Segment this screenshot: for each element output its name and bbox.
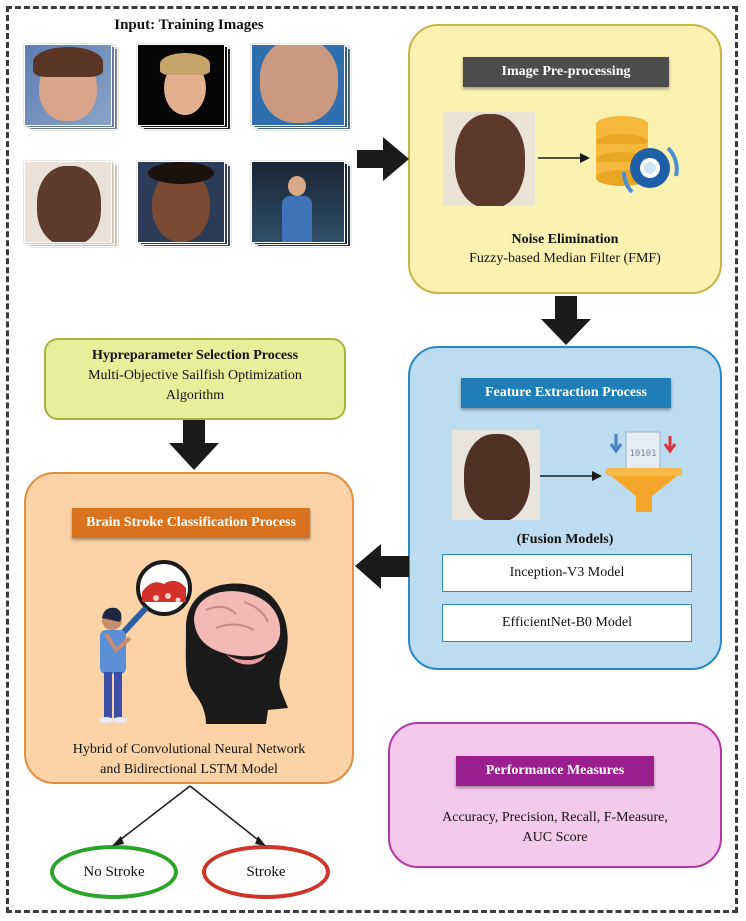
fmf-label: Fuzzy-based Median Filter (FMF) [469,251,661,266]
funnel-digits: 10101 [629,449,656,459]
training-image-3 [251,44,351,130]
funnel-filter-icon: 10101 [604,430,684,516]
training-image-1 [24,44,118,130]
performance-header: Performance Measures [456,756,654,786]
classification-header: Brain Stroke Classification Process [72,508,310,538]
hyperparameter-title: Hypreparameter Selection Process [91,348,299,363]
classification-line2: and Bidirectional LSTM Model [100,762,278,777]
efficientnet-b0-model-box: EfficientNet-B0 Model [442,604,692,642]
training-image-5 [137,161,231,247]
performance-line2: AUC Score [522,830,588,845]
hyperparameter-line1: Multi-Objective Sailfish Optimization [88,368,302,383]
arrow-feature-to-classification [355,544,409,589]
preprocessing-panel: Image Pre-processing Noise Elimination F… [408,24,722,294]
hyperparameter-panel: Hypreparameter Selection Process Multi-O… [44,338,346,420]
feature-extraction-panel: Feature Extraction Process 10101 (Fusion… [408,346,722,670]
brain-doctor-illustration [86,558,296,728]
stroke-oval: Stroke [202,845,330,899]
classification-line1: Hybrid of Convolutional Neural Network [72,742,306,757]
arrow-to-stroke [189,785,263,844]
database-gear-icon [590,112,680,200]
inception-v3-model-box: Inception-V3 Model [442,554,692,592]
arrow-hyperparameter-to-classification [169,420,219,470]
arrow-preprocessing-to-feature [541,296,591,345]
feature-extraction-header: Feature Extraction Process [461,378,671,408]
arrow-to-no-stroke [115,785,191,844]
training-image-4 [24,161,118,247]
noise-elimination-label: Noise Elimination [511,232,619,247]
preprocessing-face-image [443,112,535,206]
hyperparameter-line2: Algorithm [165,388,225,403]
classification-panel: Brain Stroke Classification Process [24,472,354,784]
training-image-6 [251,161,351,247]
preprocessing-header: Image Pre-processing [463,57,669,87]
arrow-input-to-preprocessing [357,137,409,181]
fusion-models-label: (Fusion Models) [516,532,614,547]
performance-line1: Accuracy, Precision, Recall, F-Measure, [442,810,668,825]
training-image-2 [137,44,231,130]
diagram-frame [6,6,738,913]
no-stroke-oval: No Stroke [50,845,178,899]
input-title: Input: Training Images [114,17,264,33]
performance-panel: Performance Measures Accuracy, Precision… [388,722,722,868]
feature-face-image [452,430,540,520]
